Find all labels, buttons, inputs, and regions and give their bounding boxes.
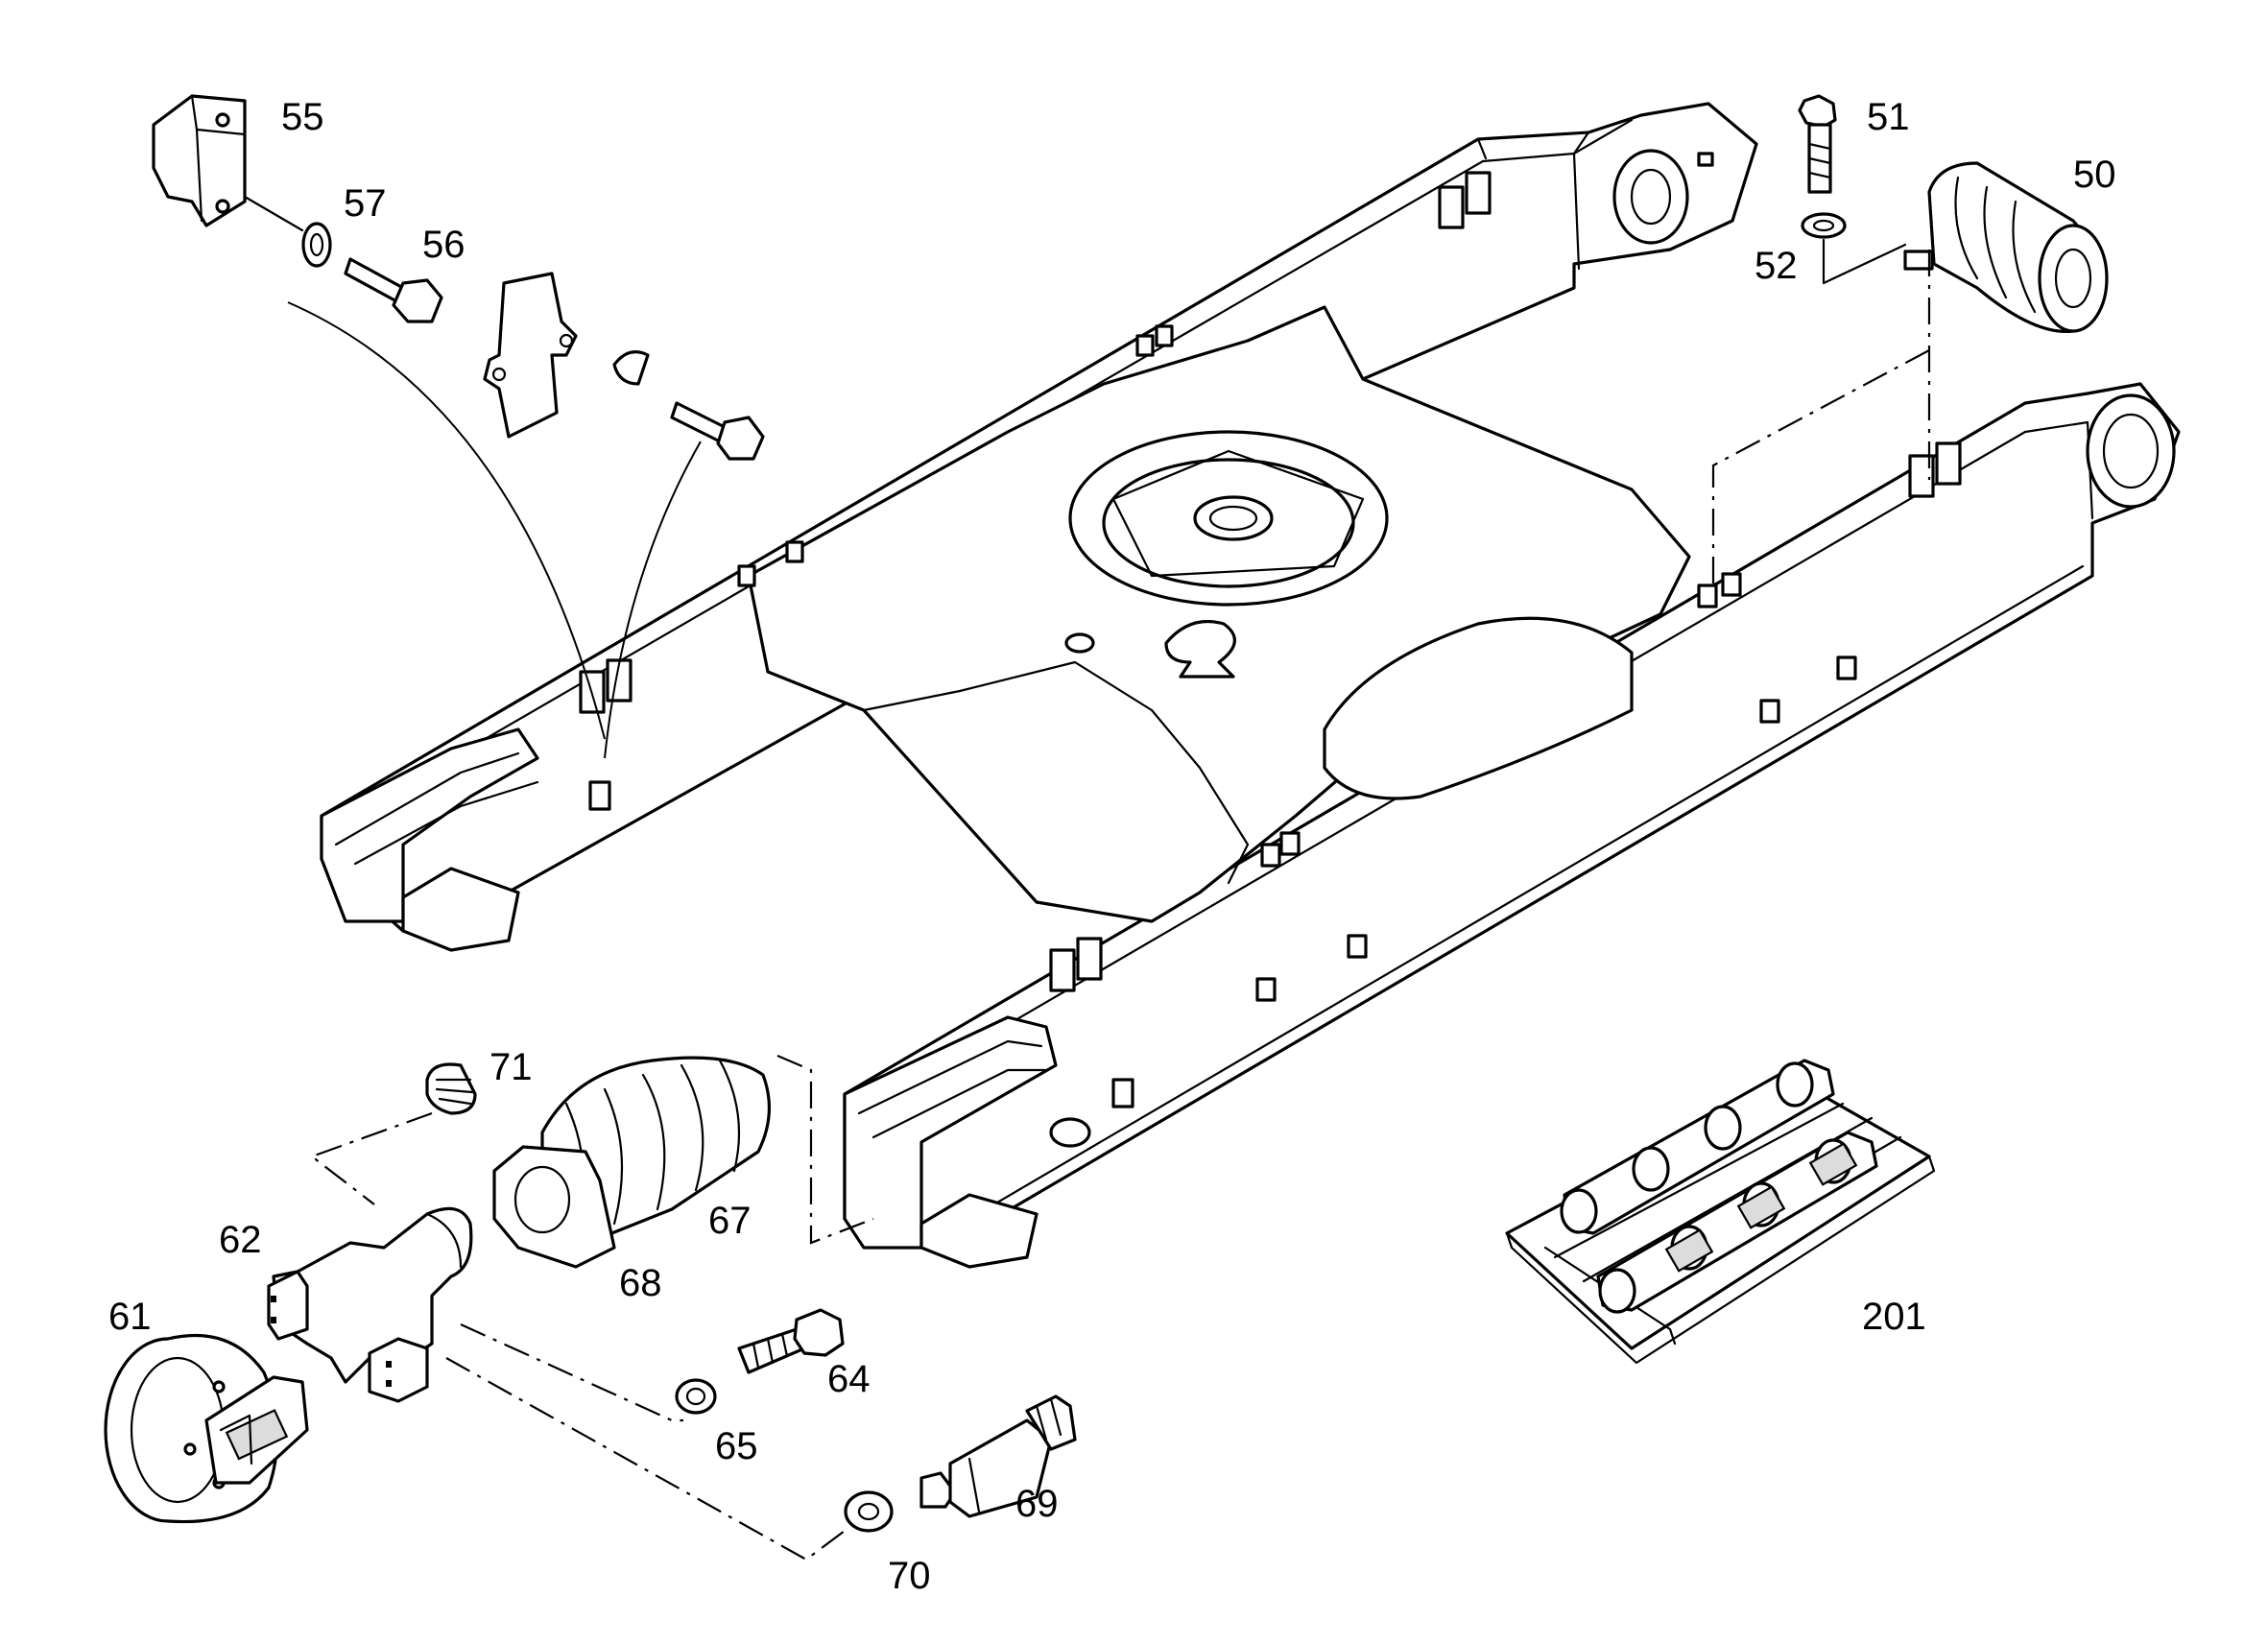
part-65-washer (675, 1378, 717, 1415)
part-55-bracket (152, 94, 247, 227)
callout-56: 56 (422, 224, 466, 266)
part-50-carrier-roller (1903, 161, 2109, 334)
callout-62: 62 (219, 1219, 262, 1261)
callouts: 55 57 56 51 50 52 71 67 62 68 61 64 65 6… (108, 96, 2116, 1597)
callout-51: 51 (1867, 96, 1910, 138)
callout-68: 68 (619, 1262, 662, 1304)
callout-70: 70 (888, 1555, 931, 1597)
part-71-grease-fitting (425, 1062, 477, 1115)
part-62-yoke (267, 1206, 473, 1403)
track-frame (320, 102, 2181, 1269)
part-56-bolt (344, 257, 443, 323)
part-64-bolt (737, 1308, 845, 1374)
callout-64: 64 (827, 1358, 871, 1400)
callout-65: 65 (715, 1425, 758, 1467)
callout-69: 69 (1015, 1483, 1059, 1525)
callout-71: 71 (489, 1046, 533, 1088)
part-70-washer (844, 1490, 894, 1533)
part-201-track-chain (1505, 1059, 1936, 1365)
part-69-grease-cylinder (919, 1394, 1077, 1518)
callout-52: 52 (1755, 245, 1798, 287)
part-68-spring-seat (492, 1145, 616, 1269)
track-links (1560, 1059, 1878, 1314)
bolt (670, 401, 765, 461)
callout-50: 50 (2073, 154, 2116, 196)
part-52-washer (1801, 212, 1847, 239)
callout-67: 67 (708, 1200, 752, 1242)
callout-57: 57 (344, 182, 387, 225)
part-61-front-idler (104, 1334, 309, 1524)
part-57-washer (301, 222, 332, 268)
cotter-pin (612, 350, 650, 386)
frame-brackets (579, 171, 1962, 1148)
wear-plate (483, 272, 578, 439)
callout-61: 61 (108, 1296, 152, 1338)
callout-55: 55 (281, 96, 324, 138)
part-51-bolt (1798, 94, 1837, 194)
callout-201: 201 (1862, 1296, 1926, 1338)
